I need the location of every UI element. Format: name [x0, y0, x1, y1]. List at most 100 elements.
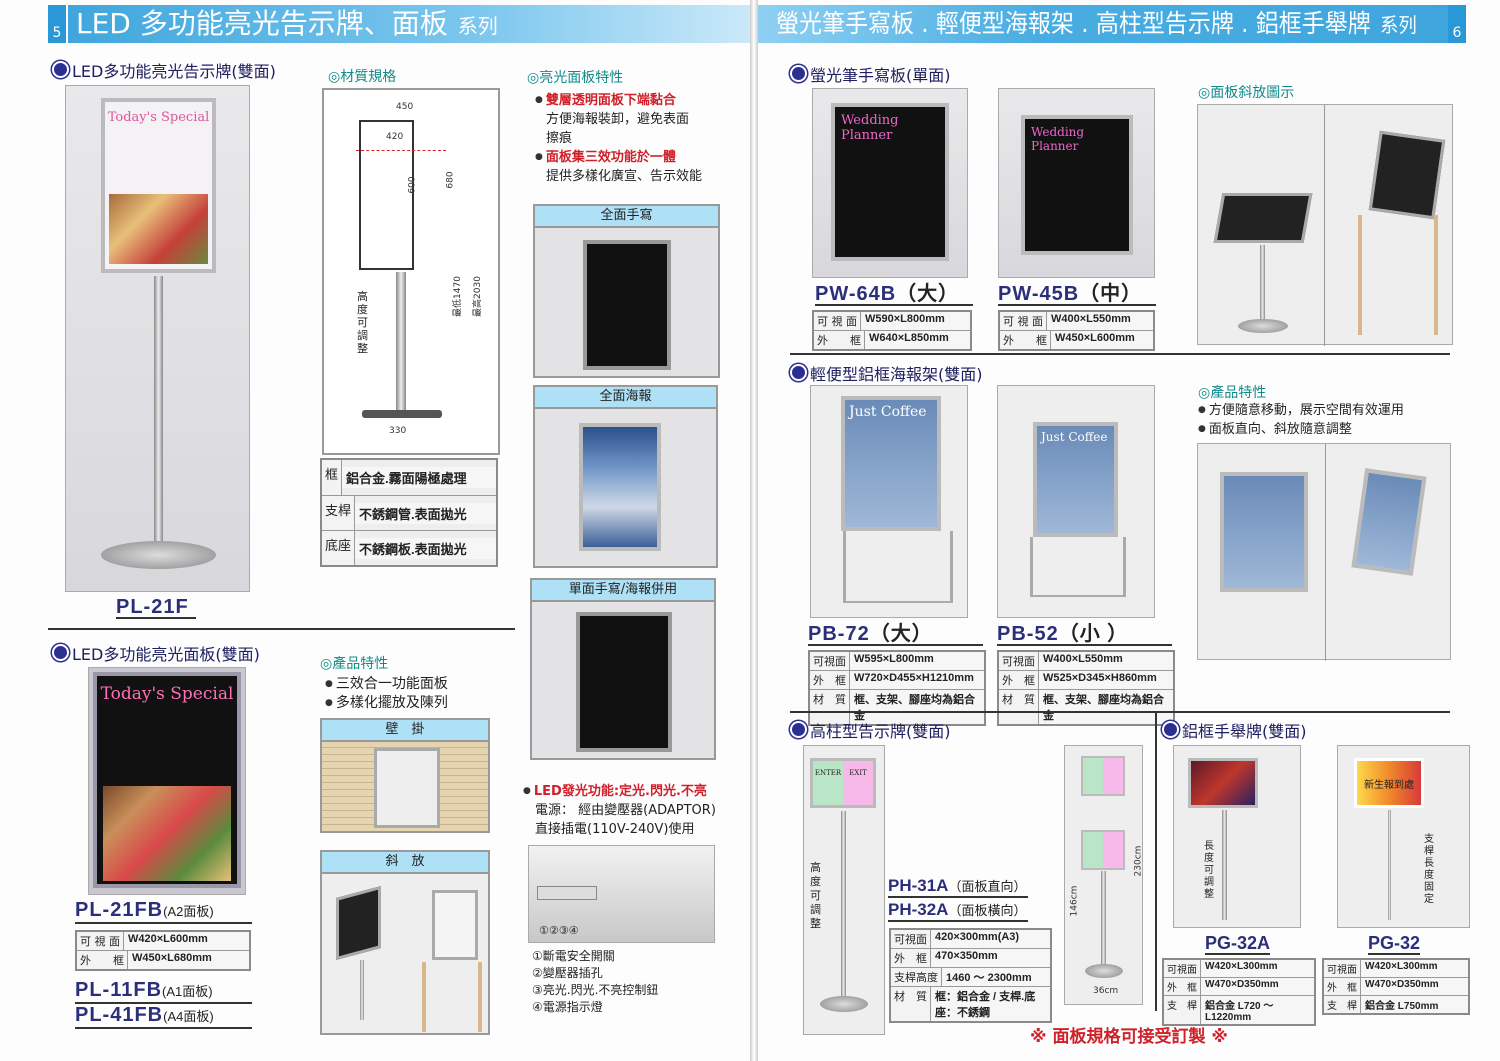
- section-title: 螢光筆手寫板(單面): [790, 62, 951, 86]
- led-power: 電源： 經由變壓器(ADAPTOR): [535, 803, 716, 818]
- dim-450: 450: [396, 102, 414, 112]
- spec-label: 可視面: [1324, 960, 1361, 977]
- spec-value: W450×L600mm: [1051, 331, 1153, 349]
- spec-value: 不銹鋼板.表面拋光: [355, 537, 496, 559]
- product-features-heading: 產品特性: [320, 653, 388, 673]
- dim-max-height: 230cm: [1133, 845, 1144, 877]
- model-pb52: PB-52（小 ）: [997, 624, 1172, 646]
- table-row: 支桿不銹鋼管.表面拋光: [322, 495, 496, 530]
- spec-value: W420×L300mm: [1361, 960, 1468, 977]
- control-item: ④電源指示燈: [532, 1000, 603, 1014]
- spec-label: 材 質: [999, 690, 1039, 724]
- header-text-group: 螢光筆手寫板 . 輕便型海報架 . 高柱型告示牌 . 鋁框手舉牌系列: [776, 5, 1417, 43]
- spec-value: W470×D350mm: [1201, 978, 1314, 995]
- feature-item: 面板集三效功能於一體: [535, 148, 702, 167]
- board-text: Wedding Planner: [841, 113, 899, 143]
- spec-label: 支 桿: [1324, 996, 1361, 1013]
- section-title: LED多功能亮光面板(雙面): [52, 641, 260, 665]
- product-features-list: 方便隨意移動，展示空間有效運用面板直向、斜放隨意調整: [1198, 401, 1404, 439]
- dim-min: 最低1470: [452, 276, 463, 317]
- tilt-heading: 面板斜放圖示: [1198, 82, 1294, 102]
- spec-value: W640×L850mm: [865, 331, 970, 349]
- model-pl21fb: PL-21FB(A2面板): [75, 900, 252, 924]
- product-photo-pg32: 新生報到處 支桿長度固定: [1337, 745, 1470, 928]
- spec-label: 可視面: [999, 652, 1039, 670]
- spec-value: W525×D345×H860mm: [1039, 671, 1173, 689]
- product-photo-pb72: Just Coffee: [810, 385, 968, 618]
- mode-label: 全面手寫: [535, 206, 718, 228]
- product-photo-ph31a: ENTER EXIT 高度可調整: [803, 745, 885, 1035]
- control-item: ③亮光.閃光.不亮控制鈕: [532, 983, 659, 997]
- spec-label: 外 框: [810, 671, 850, 689]
- model-pw64b: PW-64B（大）: [815, 284, 973, 306]
- controls-list: ①斷電安全開關 ②變壓器插孔 ③亮光.閃光.不亮控制鈕 ④電源指示燈: [532, 948, 658, 1016]
- spec-value: 鋁合金.霧面陽極處理: [342, 467, 496, 488]
- material-heading: 材質規格: [328, 66, 396, 86]
- features-heading: 亮光面板特性: [527, 67, 623, 87]
- feature-item: 方便隨意移動，展示空間有效運用: [1198, 401, 1404, 420]
- spec-value: 框、支架、腳座均為鋁合金: [1039, 690, 1173, 724]
- control-markers: ①②③④: [539, 924, 579, 937]
- exit-label: EXIT: [843, 761, 873, 805]
- header-series: 系列: [1380, 13, 1417, 37]
- height-range-photo: 146cm 230cm 36cm: [1064, 745, 1143, 1005]
- feature-item: 面板直向、斜放隨意調整: [1198, 420, 1404, 439]
- table-row: 支 桿鋁合金 L720 ～ L1220mm: [1164, 995, 1314, 1024]
- sign-text: 新生報到處: [1354, 758, 1424, 808]
- spec-label: 外 框: [1164, 978, 1201, 995]
- spec-label: 支 桿: [1164, 996, 1201, 1024]
- dim-420: 420: [386, 132, 404, 142]
- spec-value: 鋁合金 L720 ～ L1220mm: [1201, 996, 1314, 1024]
- table-row: 材 質框：鋁合金 / 支桿.底座：不銹鋼: [891, 986, 1050, 1021]
- led-function: LED發光功能:定光.閃光.不亮 電源： 經由變壓器(ADAPTOR) 直接插電…: [523, 782, 716, 839]
- spec-label: 外 框: [891, 949, 931, 967]
- product-features-heading: 產品特性: [1198, 382, 1266, 402]
- table-row: 支 桿鋁合金 L750mm: [1324, 995, 1468, 1013]
- page-number: 5: [48, 5, 66, 43]
- product-photo-pb52: Just Coffee: [997, 385, 1155, 618]
- mode-label: 全面海報: [535, 387, 716, 409]
- spec-label: 可 視 面: [1000, 312, 1047, 330]
- dim-600: 600: [407, 176, 418, 194]
- control-item: ①斷電安全開關: [532, 949, 615, 963]
- control-item: ②變壓器插孔: [532, 966, 603, 980]
- feature-item: 方便海報裝卸，避免表面: [546, 112, 690, 127]
- spec-value: W400×L550mm: [1047, 312, 1153, 330]
- table-row: 底座不銹鋼板.表面拋光: [322, 530, 496, 565]
- spec-value: 470×350mm: [931, 949, 1050, 967]
- mode-full-poster: 全面海報: [533, 385, 718, 568]
- dim-max: 最高2030: [472, 276, 483, 317]
- page-gutter: [750, 0, 758, 1061]
- mode-label: 單面手寫/海報併用: [532, 580, 714, 602]
- placement-wall: 壁 掛: [320, 718, 490, 833]
- product-features-list: 三效合一功能面板多樣化擺放及陳列: [325, 675, 448, 713]
- product-photo-pw45b: Wedding Planner: [998, 88, 1155, 278]
- spec-label: 支桿: [322, 496, 356, 530]
- spec-value: W595×L800mm: [850, 652, 984, 670]
- dim-base: 36cm: [1093, 986, 1119, 996]
- poster-stand-angles-photo: [1197, 443, 1451, 661]
- adjust-label: 高度可調整: [357, 290, 368, 355]
- adjust-length-label: 長度可調整: [1204, 841, 1214, 900]
- spec-label: 外 框: [77, 951, 128, 969]
- header-title: LED 多功能亮光告示牌、面板: [76, 7, 448, 40]
- spec-label: 外 框: [1000, 331, 1051, 349]
- model-pl41fb: PL-41FB(A4面板): [75, 1005, 252, 1029]
- poster-text: Just Coffee: [849, 404, 927, 420]
- spec-value: 不銹鋼管.表面拋光: [355, 502, 496, 524]
- spec-label: 材 質: [891, 987, 931, 1021]
- page-header: LED 多功能亮光告示牌、面板系列: [68, 5, 752, 43]
- spec-label: 支桿高度: [891, 968, 942, 986]
- table-row: 材 質框、支架、腳座均為鋁合金: [999, 689, 1173, 724]
- spec-label: 外 框: [814, 331, 865, 349]
- spec-value: 1460 ～ 2300mm: [942, 968, 1050, 986]
- spec-value: W470×D350mm: [1361, 978, 1468, 995]
